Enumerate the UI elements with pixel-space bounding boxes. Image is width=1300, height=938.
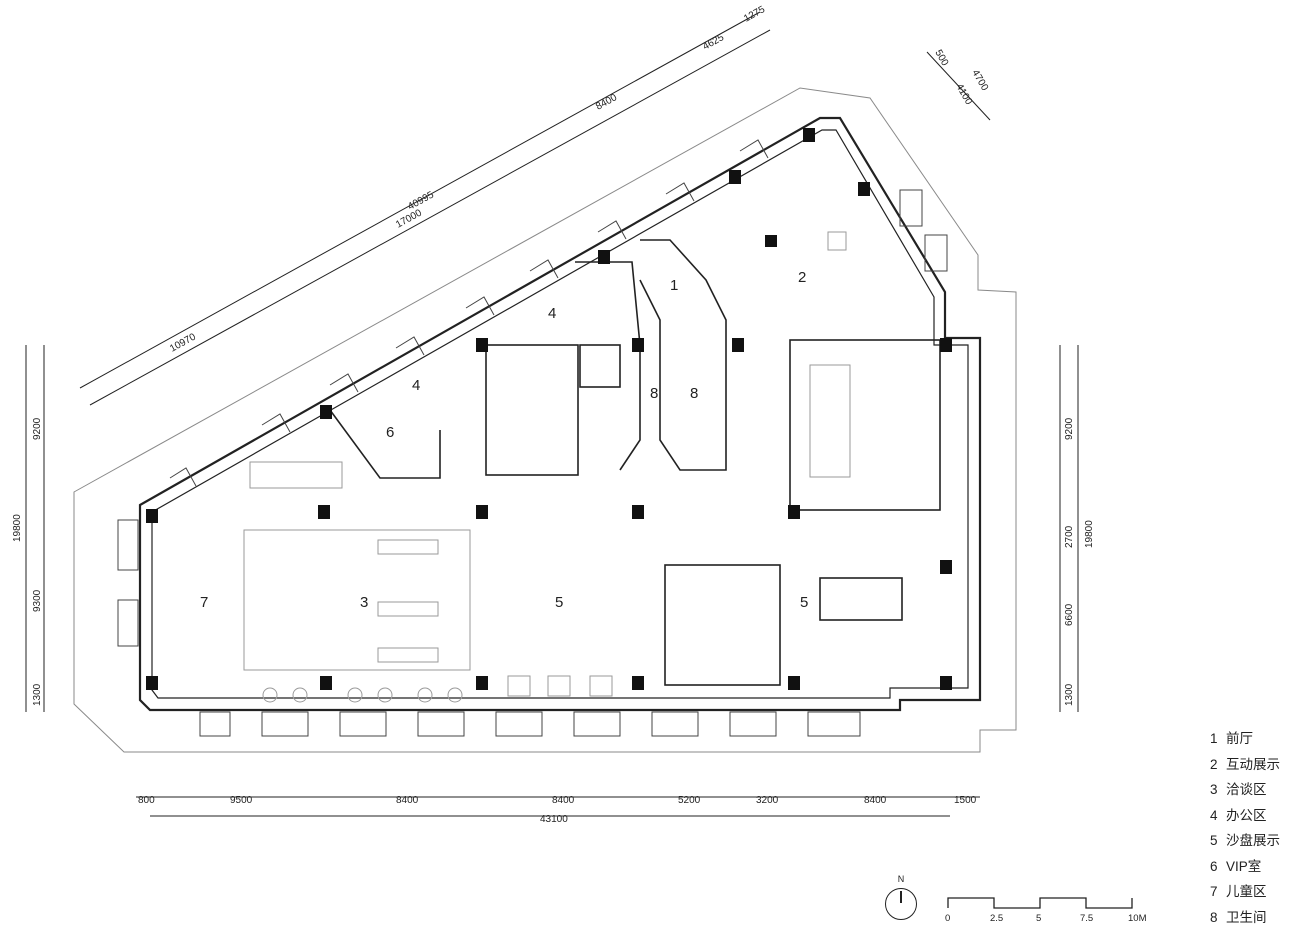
scale-tick-label: 2.5 <box>990 913 1004 924</box>
dim-top-part: 8400 <box>594 92 619 113</box>
dim-bottom-part: 9500 <box>230 795 253 806</box>
room-label: 8 <box>650 385 658 402</box>
dim-left-part: 1300 <box>32 683 43 706</box>
room-label: 7 <box>200 594 208 611</box>
dim-top-right: 500 <box>932 48 950 68</box>
scale-tick-label: 7.5 <box>1080 913 1094 924</box>
compass-needle <box>900 891 902 903</box>
dim-left-part: 9200 <box>32 417 43 440</box>
room-label: 3 <box>360 594 368 611</box>
dim-right-part: 6600 <box>1064 603 1075 626</box>
room-label: 5 <box>555 594 563 611</box>
room-label: 5 <box>800 594 808 611</box>
scale-tick-label: 10M <box>1128 913 1147 924</box>
north-arrow-icon: N <box>884 874 924 926</box>
room-label: 8 <box>690 385 698 402</box>
dim-right-total: 19800 <box>1084 520 1095 548</box>
dim-top-total: 40995 <box>406 189 436 212</box>
dim-bottom-part: 5200 <box>678 795 701 806</box>
compass-label: N <box>897 874 905 884</box>
dim-right-part: 9200 <box>1064 417 1075 440</box>
room-label: 6 <box>386 424 394 441</box>
room-label: 4 <box>412 377 420 394</box>
facade-bays <box>117 139 948 737</box>
dimension-lines <box>25 11 1079 817</box>
scale-bar: 0 2.5 5 7.5 10M <box>940 890 1170 930</box>
dim-bottom-part: 800 <box>138 795 155 806</box>
dim-bottom-part: 3200 <box>756 795 779 806</box>
room-label: 4 <box>548 305 556 322</box>
room-label: 2 <box>798 269 806 286</box>
interior-partitions <box>329 239 941 686</box>
columns <box>146 128 952 690</box>
dim-top-part: 1275 <box>742 4 767 25</box>
scale-tick-label: 0 <box>945 913 951 924</box>
dim-top-right: 4700 <box>969 68 990 93</box>
dim-left-part: 9300 <box>32 589 43 612</box>
dim-bottom-part: 8400 <box>864 795 887 806</box>
scale-tick-label: 5 <box>1036 913 1042 924</box>
room-label: 1 <box>670 277 678 294</box>
furniture <box>243 231 851 703</box>
site-outline <box>73 87 1017 753</box>
scale-bar-graphic <box>947 897 1133 909</box>
dim-right-part: 1300 <box>1064 683 1075 706</box>
dim-top-right: 4100 <box>953 82 974 107</box>
dim-top-part: 17000 <box>394 207 424 230</box>
dim-right-part: 2700 <box>1064 525 1075 548</box>
dim-top-part: 10970 <box>168 331 198 354</box>
dim-bottom-part: 1500 <box>954 795 977 806</box>
dim-bottom-total: 43100 <box>540 814 568 825</box>
dim-bottom-part: 8400 <box>396 795 419 806</box>
dim-bottom-part: 8400 <box>552 795 575 806</box>
dim-top-part: 4625 <box>701 32 726 53</box>
dim-left-total: 19800 <box>12 514 23 542</box>
building-walls <box>138 116 982 712</box>
compass-ring <box>885 888 917 920</box>
